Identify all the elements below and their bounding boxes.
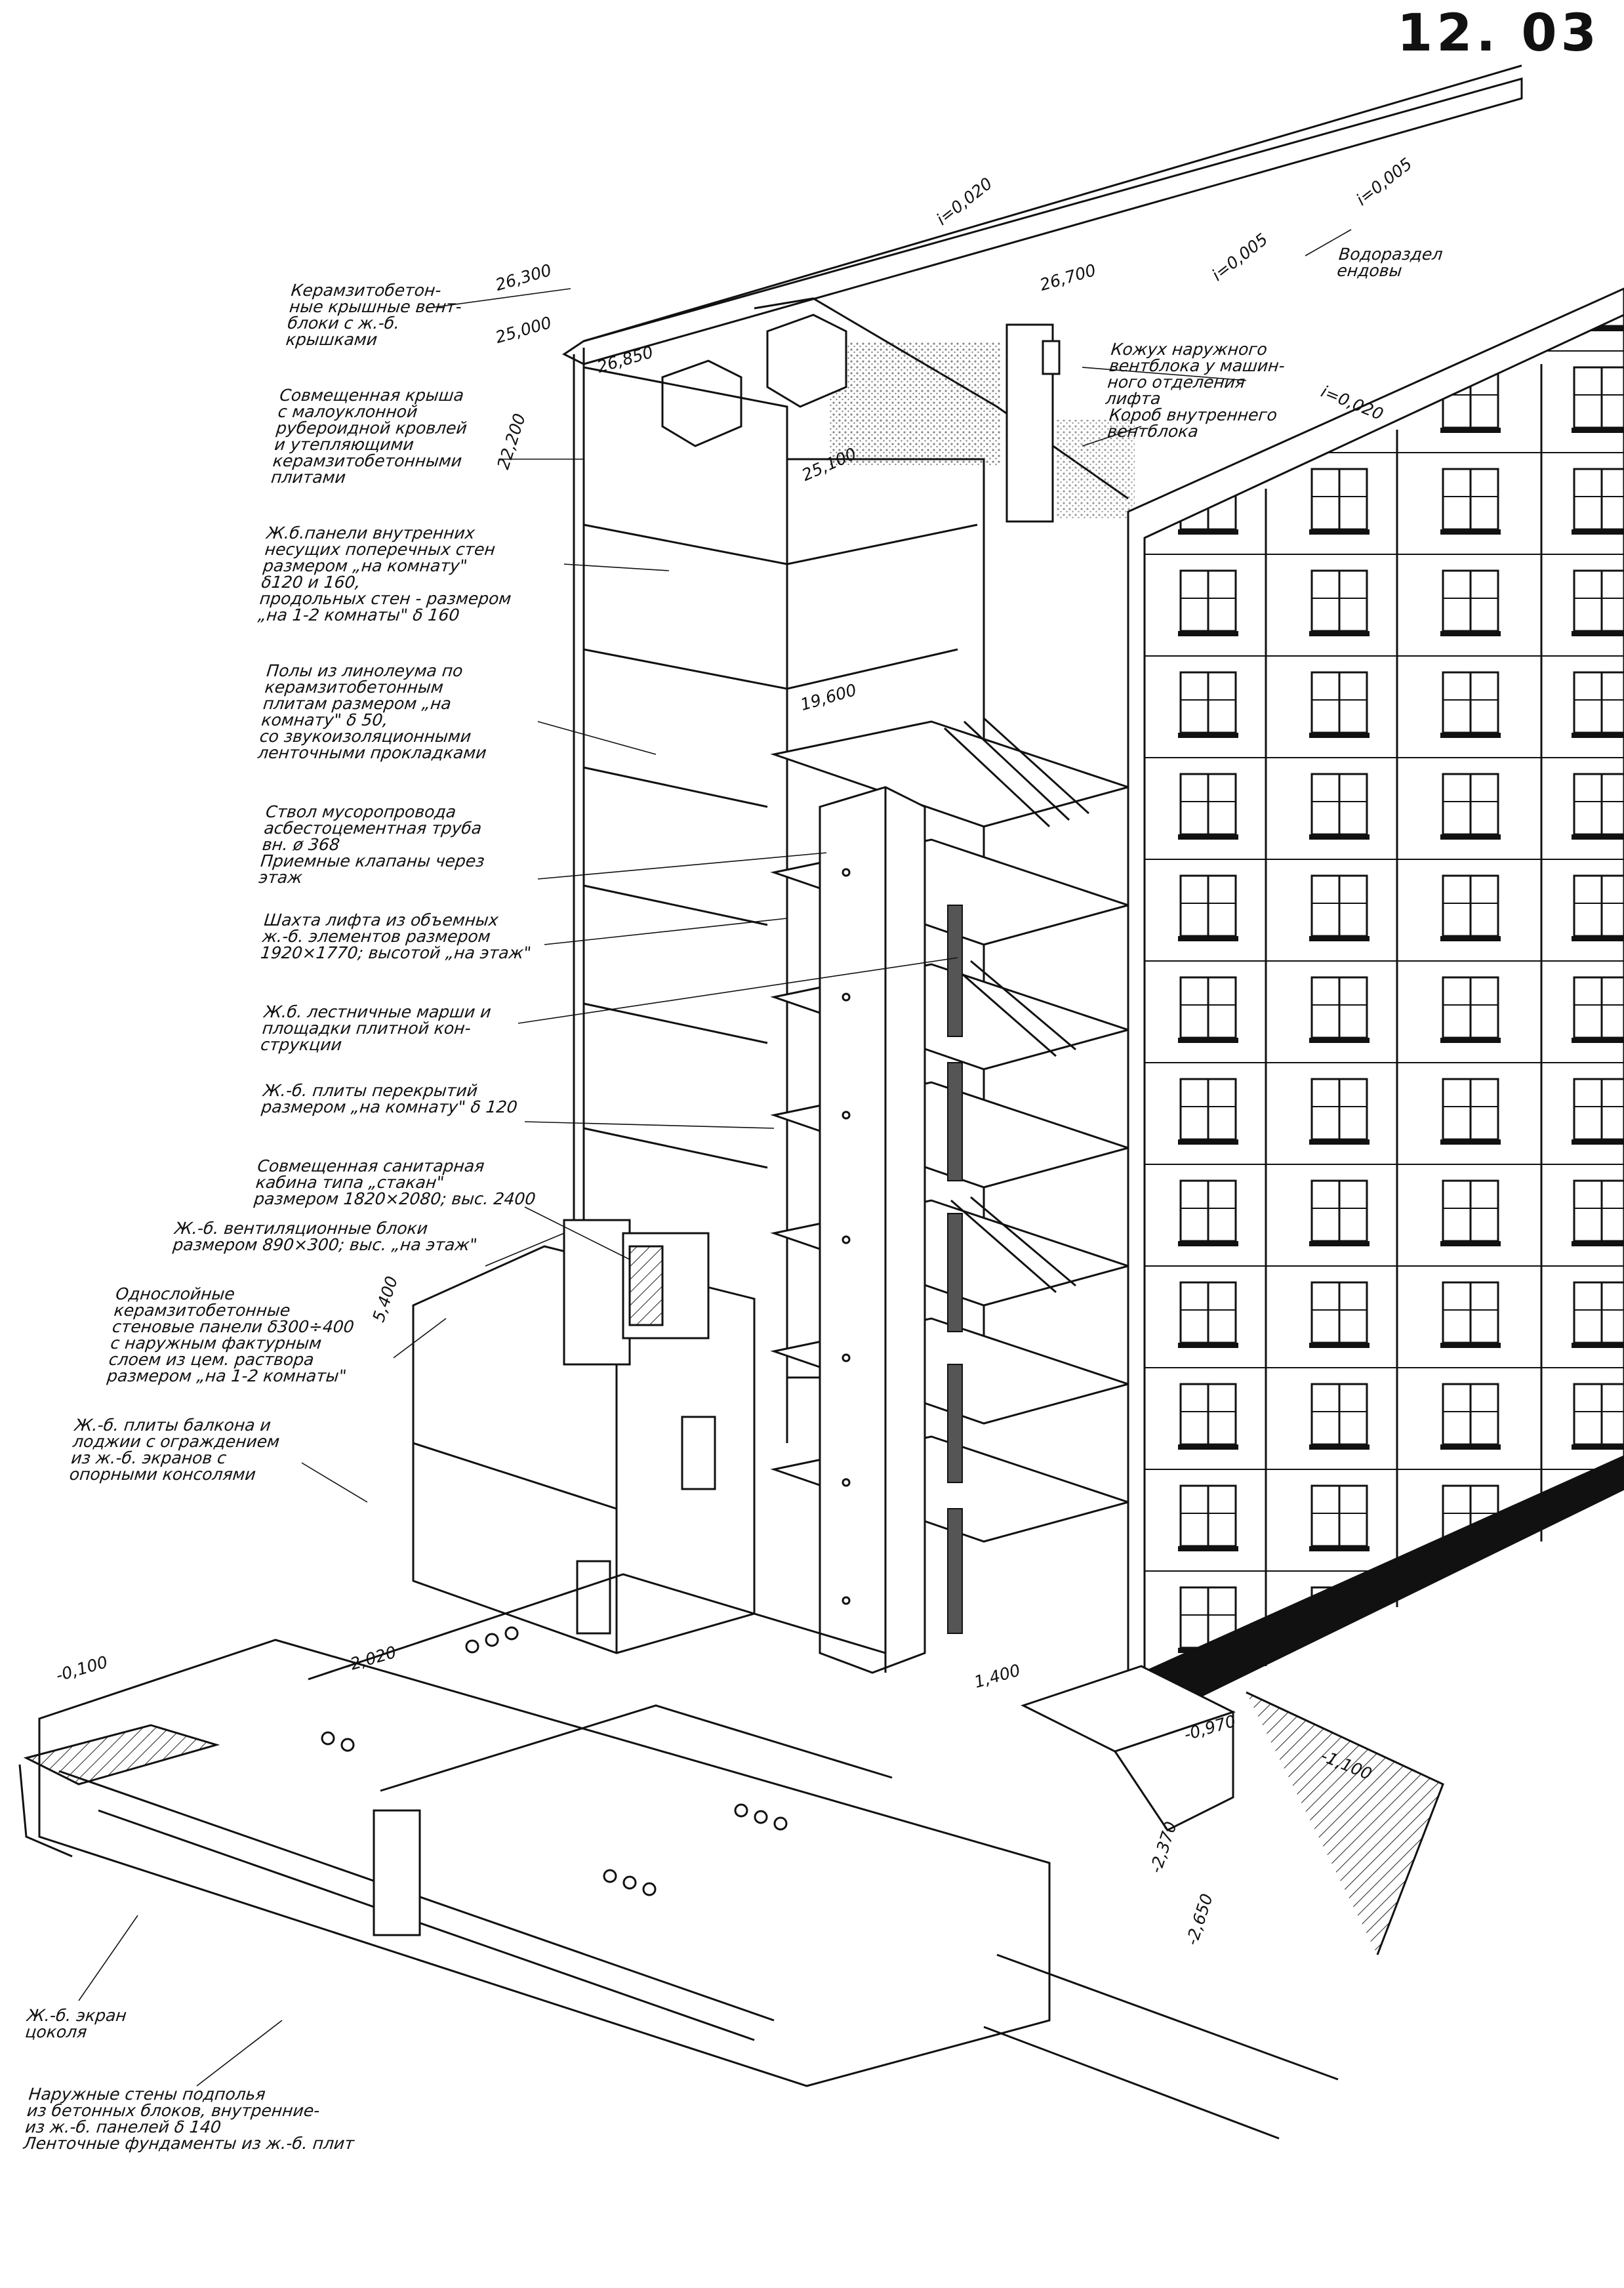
note-floor-slabs: Ж.-б. плиты перекрытий размером „на комн… bbox=[260, 1081, 519, 1116]
note-plinth-screen: Ж.-б. экран цоколя bbox=[24, 2006, 128, 2041]
lower-wing bbox=[412, 1219, 756, 1654]
basement bbox=[18, 1573, 1051, 2087]
note-vent-blocks: Ж.-б. вентиляционные блоки размером 890×… bbox=[172, 1219, 478, 1254]
note-roof-vent-blocks: Керамзитобетон- ные крышные вент- блоки … bbox=[285, 281, 463, 349]
note-garbage-chute: Ствол мусоропровода асбестоцементная тру… bbox=[258, 802, 486, 887]
sheet-number: 12. 03 bbox=[1397, 4, 1600, 63]
garbage-chute bbox=[947, 905, 963, 1634]
note-lift-vent-casing: Кожух наружного вентблока у машин- ного … bbox=[1105, 340, 1286, 408]
note-sanitary-cabin: Совмещенная санитарная кабина типа „стак… bbox=[253, 1156, 537, 1208]
roof bbox=[562, 64, 1624, 526]
note-balcony-slabs: Ж.-б. плиты балкона и лоджии с ограждени… bbox=[68, 1416, 281, 1484]
leader-lines bbox=[78, 229, 1352, 2087]
right-facade bbox=[1127, 287, 1624, 1734]
note-basement-walls: Наружные стены подполья из бетонных блок… bbox=[22, 2085, 355, 2153]
roof-vent-blocks bbox=[661, 314, 1061, 523]
note-exterior-wall-panels: Однослойные керамзитобетонные стеновые п… bbox=[106, 1284, 355, 1385]
lift-shaft bbox=[819, 786, 926, 1674]
note-watershed: Водораздел ендовы bbox=[1336, 245, 1444, 280]
note-lift-shaft: Шахта лифта из объемных ж.-б. элементов … bbox=[259, 910, 533, 962]
note-bearing-wall-panels: Ж.б.панели внутренних несущих поперечных… bbox=[256, 523, 512, 624]
note-combined-roof: Совмещенная крыша с малоуклонной руберои… bbox=[270, 386, 468, 487]
note-inner-vent-box: Короб внутреннего вентблока bbox=[1106, 405, 1278, 441]
note-linoleum-floors: Полы из линолеума по керамзитобетонным п… bbox=[256, 661, 488, 762]
entrance-pit bbox=[983, 1665, 1444, 2140]
note-stair-flights: Ж.б. лестничные марши и площадки плитной… bbox=[259, 1002, 493, 1054]
